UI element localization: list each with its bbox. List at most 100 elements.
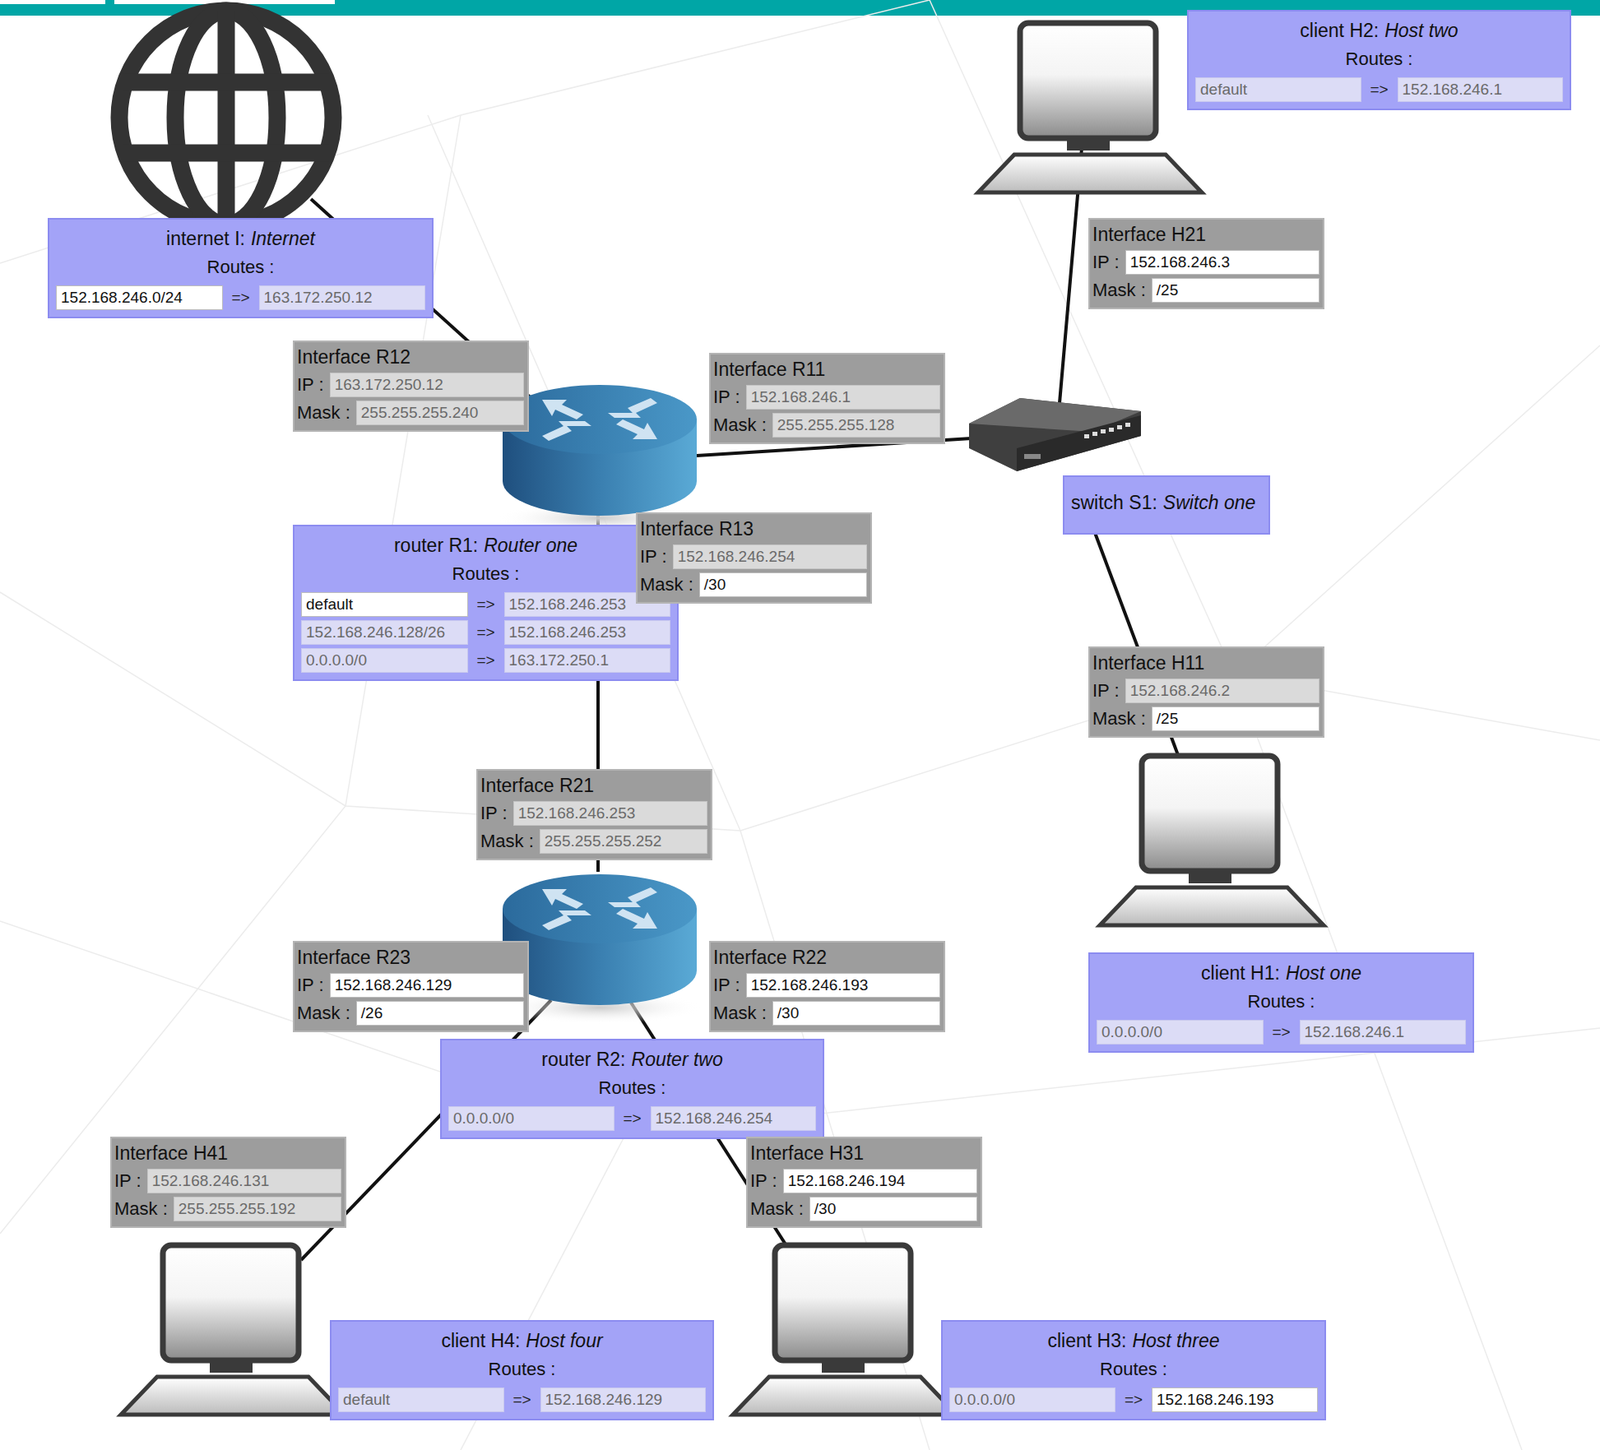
route-gateway: 163.172.250.1	[504, 648, 672, 673]
field-row: Mask :/30	[713, 1001, 941, 1026]
field-label: IP :	[640, 546, 668, 568]
field-row: IP :152.168.246.131	[114, 1168, 342, 1194]
field-row: IP :152.168.246.253	[480, 801, 708, 826]
route-row: 0.0.0.0/0=>163.172.250.1	[301, 648, 671, 673]
routes-heading: Routes :	[1195, 44, 1563, 75]
field-label: IP :	[296, 374, 325, 396]
route-row: 152.168.246.0/24=>163.172.250.12	[55, 285, 426, 311]
field-label: IP :	[750, 1170, 778, 1192]
device-heading: client H1:Host one	[1096, 959, 1466, 988]
device-heading: switch S1:Switch one	[1071, 482, 1262, 524]
route-row: 0.0.0.0/0=>152.168.246.193	[949, 1387, 1318, 1413]
interface-box: Interface H41IP :152.168.246.131Mask :25…	[110, 1136, 347, 1229]
routes-title: Routes :	[1345, 48, 1414, 70]
route-arrow: =>	[1361, 80, 1398, 99]
interface-box: Interface R21IP :152.168.246.253Mask :25…	[476, 769, 713, 861]
field-value: 255.255.255.128	[772, 412, 941, 438]
route-gateway: 152.168.246.193	[1151, 1387, 1318, 1413]
field-value: 255.255.255.252	[539, 829, 708, 854]
device-panel: router R2:Router twoRoutes :0.0.0.0/0=>1…	[440, 1038, 825, 1140]
field-label: Mask :	[640, 574, 694, 596]
route-gateway: 152.168.246.1	[1299, 1020, 1467, 1045]
field-value: 152.168.246.193	[746, 973, 941, 998]
route-destination: default	[338, 1387, 505, 1413]
device-panel: client H1:Host oneRoutes :0.0.0.0/0=>152…	[1088, 952, 1475, 1053]
field-value: 152.168.246.1	[746, 384, 941, 410]
device-name: client H1:	[1201, 962, 1280, 984]
field-row: IP :152.168.246.193	[713, 973, 941, 998]
field-value: /25	[1151, 706, 1320, 732]
field-value: 152.168.246.2	[1125, 678, 1320, 704]
route-row: default=>152.168.246.129	[338, 1387, 706, 1413]
interface-box: Interface H31IP :152.168.246.194Mask :/3…	[746, 1136, 983, 1229]
route-arrow: =>	[1115, 1391, 1152, 1410]
routes-title: Routes :	[1247, 991, 1316, 1012]
interface-title: Interface R22	[713, 945, 941, 970]
route-destination: 0.0.0.0/0	[448, 1106, 615, 1132]
interface-title: Interface H41	[114, 1140, 342, 1166]
route-destination: default	[301, 592, 469, 617]
interface-name: Interface R21	[480, 774, 594, 797]
field-row: IP :152.168.246.1	[713, 384, 941, 410]
route-arrow: =>	[222, 288, 260, 307]
interface-title: Interface R12	[296, 344, 525, 370]
field-label: Mask :	[1092, 279, 1146, 302]
field-value: /30	[809, 1196, 978, 1222]
route-gateway: 152.168.246.129	[540, 1387, 707, 1413]
routes-heading: Routes :	[448, 1073, 817, 1104]
field-value: /30	[772, 1001, 941, 1026]
interface-name: Interface R12	[296, 346, 411, 368]
interface-name: Interface R22	[713, 946, 827, 969]
interface-title: Interface R11	[713, 357, 941, 382]
route-gateway: 152.168.246.1	[1397, 77, 1564, 103]
interface-title: Interface H11	[1092, 650, 1320, 676]
field-row: Mask :/30	[640, 572, 868, 598]
device-heading: internet I:Internet	[55, 224, 426, 253]
routes-heading: Routes :	[338, 1354, 706, 1385]
interface-box: Interface R23IP :152.168.246.129Mask :/2…	[292, 941, 529, 1033]
interface-name: Interface R23	[296, 946, 411, 969]
routes-title: Routes :	[598, 1077, 667, 1099]
field-label: IP :	[713, 974, 741, 997]
interface-name: Interface R13	[640, 518, 754, 540]
device-name: client H2:	[1299, 19, 1379, 42]
field-row: Mask :255.255.255.192	[114, 1196, 342, 1222]
device-name: router R1:	[394, 534, 478, 557]
interface-name: Interface H21	[1092, 223, 1206, 246]
field-value: 152.168.246.253	[513, 801, 708, 826]
device-label: Switch one	[1163, 491, 1257, 514]
device-label: Host two	[1384, 19, 1458, 42]
interface-box: Interface H21 IP :152.168.246.3Mask :/25	[1088, 217, 1325, 310]
device-heading: client H3:Host three	[949, 1326, 1318, 1355]
field-row: IP :152.168.246.194	[750, 1168, 978, 1194]
field-label: Mask :	[296, 402, 351, 424]
device-panel: client H3:Host threeRoutes :0.0.0.0/0=>1…	[941, 1320, 1327, 1421]
field-label: Mask :	[713, 1002, 767, 1025]
device-label: Router one	[483, 534, 578, 557]
device-name: client H3:	[1048, 1330, 1127, 1352]
field-label: IP :	[480, 802, 508, 825]
field-row: Mask :/26	[296, 1001, 525, 1026]
field-label: Mask :	[114, 1198, 168, 1220]
interface-box: Interface R13IP :152.168.246.254Mask :/3…	[635, 512, 872, 604]
switch-panel: switch S1:Switch one	[1062, 475, 1271, 535]
route-destination: 0.0.0.0/0	[301, 648, 469, 673]
device-panel: client H2:Host twoRoutes : default=>152.1…	[1187, 9, 1572, 111]
device-heading: router R1:Router one	[301, 531, 671, 560]
device-label: Internet	[250, 227, 316, 250]
route-arrow: =>	[504, 1391, 541, 1410]
field-label: IP :	[1092, 680, 1120, 702]
field-row: Mask :255.255.255.240	[296, 400, 525, 426]
device-panel: client H4:Host fourRoutes :default=>152.…	[329, 1320, 715, 1421]
device-label: Host four	[525, 1330, 603, 1352]
field-row: IP :152.168.246.3	[1092, 250, 1320, 275]
route-arrow: =>	[468, 623, 505, 642]
route-destination: default	[1195, 77, 1362, 103]
route-arrow: =>	[614, 1109, 651, 1128]
routes-title: Routes :	[207, 256, 275, 278]
routes-heading: Routes :	[1096, 987, 1466, 1017]
field-value: /25	[1151, 278, 1320, 303]
field-label: IP :	[114, 1170, 142, 1192]
routes-heading: Routes :	[55, 252, 426, 283]
device-name: client H4:	[440, 1330, 520, 1352]
